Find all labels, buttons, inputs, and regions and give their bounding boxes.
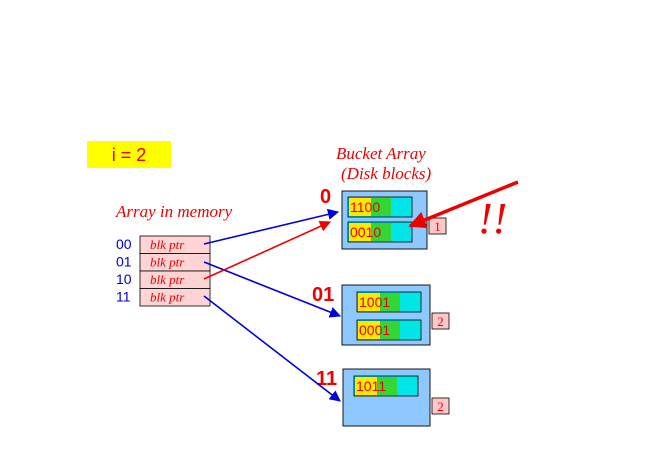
directory-array: 00 blk ptr 01 blk ptr 10 blk ptr 11 blk ptr [116, 235, 211, 307]
arrow-01-to-bucket-01 [203, 261, 342, 318]
record-prefix-fill [349, 198, 371, 216]
blk-ptr-text: blk ptr [150, 237, 185, 252]
directory-entry: 11 blk ptr [116, 288, 211, 307]
record-suffix-fill [380, 293, 400, 311]
directory-index: 11 [116, 289, 131, 305]
directory-cell [139, 288, 211, 307]
record-suffix-fill [371, 198, 391, 216]
global-depth-badge: i = 2 [87, 141, 171, 168]
record-suffix-fill [377, 377, 397, 395]
local-depth-box [428, 217, 447, 235]
directory-entry: 01 blk ptr [116, 253, 211, 272]
record-suffix-fill [371, 223, 391, 241]
record-prefix-fill [355, 377, 377, 395]
bucket-record: 0010 [347, 221, 413, 243]
record-key: 1100 [350, 199, 380, 215]
global-depth-text: i = 2 [112, 145, 147, 165]
directory-index: 10 [116, 271, 132, 287]
bucket-record: 1100 [347, 196, 413, 218]
overflow-arrow [408, 180, 519, 229]
directory-index: 00 [116, 236, 132, 252]
local-depth-box [431, 312, 450, 330]
record-key: 0010 [350, 224, 381, 240]
record-suffix-fill [380, 321, 400, 339]
record-prefix-fill [358, 293, 380, 311]
arrow-11-to-bucket-11 [203, 295, 341, 402]
directory-index: 01 [116, 254, 132, 270]
record-key: 1001 [359, 294, 390, 310]
bucket-record: 1011 [353, 375, 419, 397]
bucket-label: 11 [316, 368, 337, 390]
blk-ptr-text: blk ptr [150, 255, 185, 270]
local-depth-text: 2 [437, 314, 444, 329]
arrow-00-to-bucket-0 [203, 208, 340, 245]
record-key: 1011 [356, 378, 386, 394]
bucket-record: 0001 [356, 319, 422, 341]
record-prefix-fill [349, 223, 371, 241]
directory-entry: 00 blk ptr [116, 235, 211, 254]
bucket-array-label: Bucket Array [336, 144, 426, 163]
exclamation-mark: !! [478, 194, 507, 243]
disk-blocks-label: (Disk blocks) [341, 164, 432, 183]
arrow-10-to-bucket-0 [203, 221, 332, 280]
pointer-arrows [203, 180, 519, 402]
bucket-11: 11 2 1011 [316, 368, 450, 427]
blk-ptr-text: blk ptr [150, 290, 185, 305]
record-key: 0001 [359, 322, 390, 338]
record-prefix-fill [358, 321, 380, 339]
blk-ptr-text: blk ptr [150, 272, 185, 287]
bucket-record: 1001 [356, 291, 422, 313]
local-depth-box [431, 397, 450, 415]
bucket-01: 01 2 1001 0001 [312, 284, 450, 346]
local-depth-text: 2 [437, 399, 444, 414]
bucket-label: 01 [312, 284, 334, 306]
directory-entry: 10 blk ptr [116, 270, 211, 289]
array-in-memory-label: Array in memory [115, 202, 233, 221]
bucket-label: 0 [320, 186, 331, 208]
local-depth-text: 1 [434, 219, 441, 234]
